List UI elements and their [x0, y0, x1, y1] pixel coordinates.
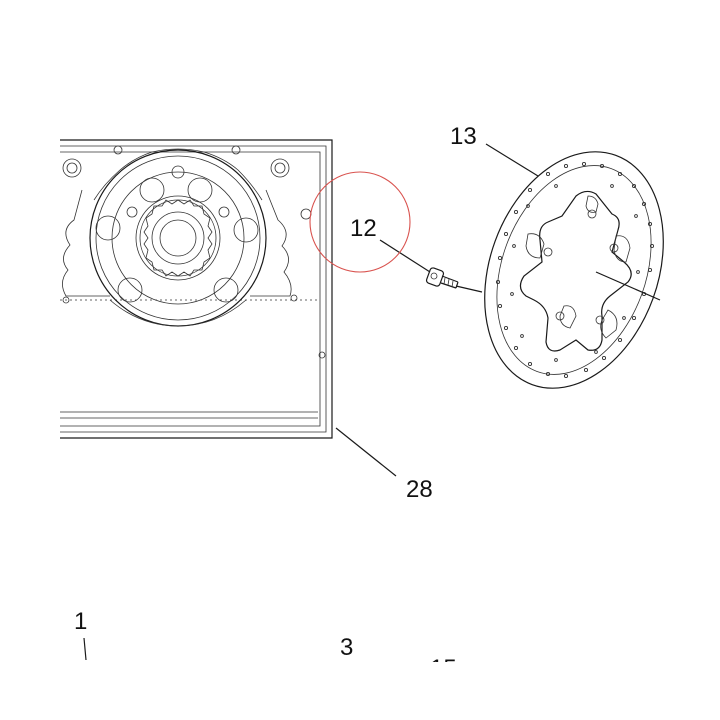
callout-1: 1 — [74, 608, 87, 635]
leader-12-b — [455, 285, 483, 293]
mounting-plate — [60, 139, 333, 439]
crop-mask — [0, 662, 720, 720]
leader-28 — [335, 427, 397, 477]
brake-disc — [484, 151, 664, 389]
bolt — [425, 267, 459, 289]
leader-13 — [485, 143, 539, 177]
leader-1 — [83, 637, 87, 661]
callout-3: 3 — [340, 634, 353, 661]
callout-28: 28 — [406, 476, 433, 503]
highlight-circle — [309, 171, 411, 273]
leader-lines — [83, 143, 539, 661]
callout-12: 12 — [350, 215, 377, 242]
callout-13: 13 — [450, 123, 477, 150]
leader-12 — [379, 239, 431, 273]
